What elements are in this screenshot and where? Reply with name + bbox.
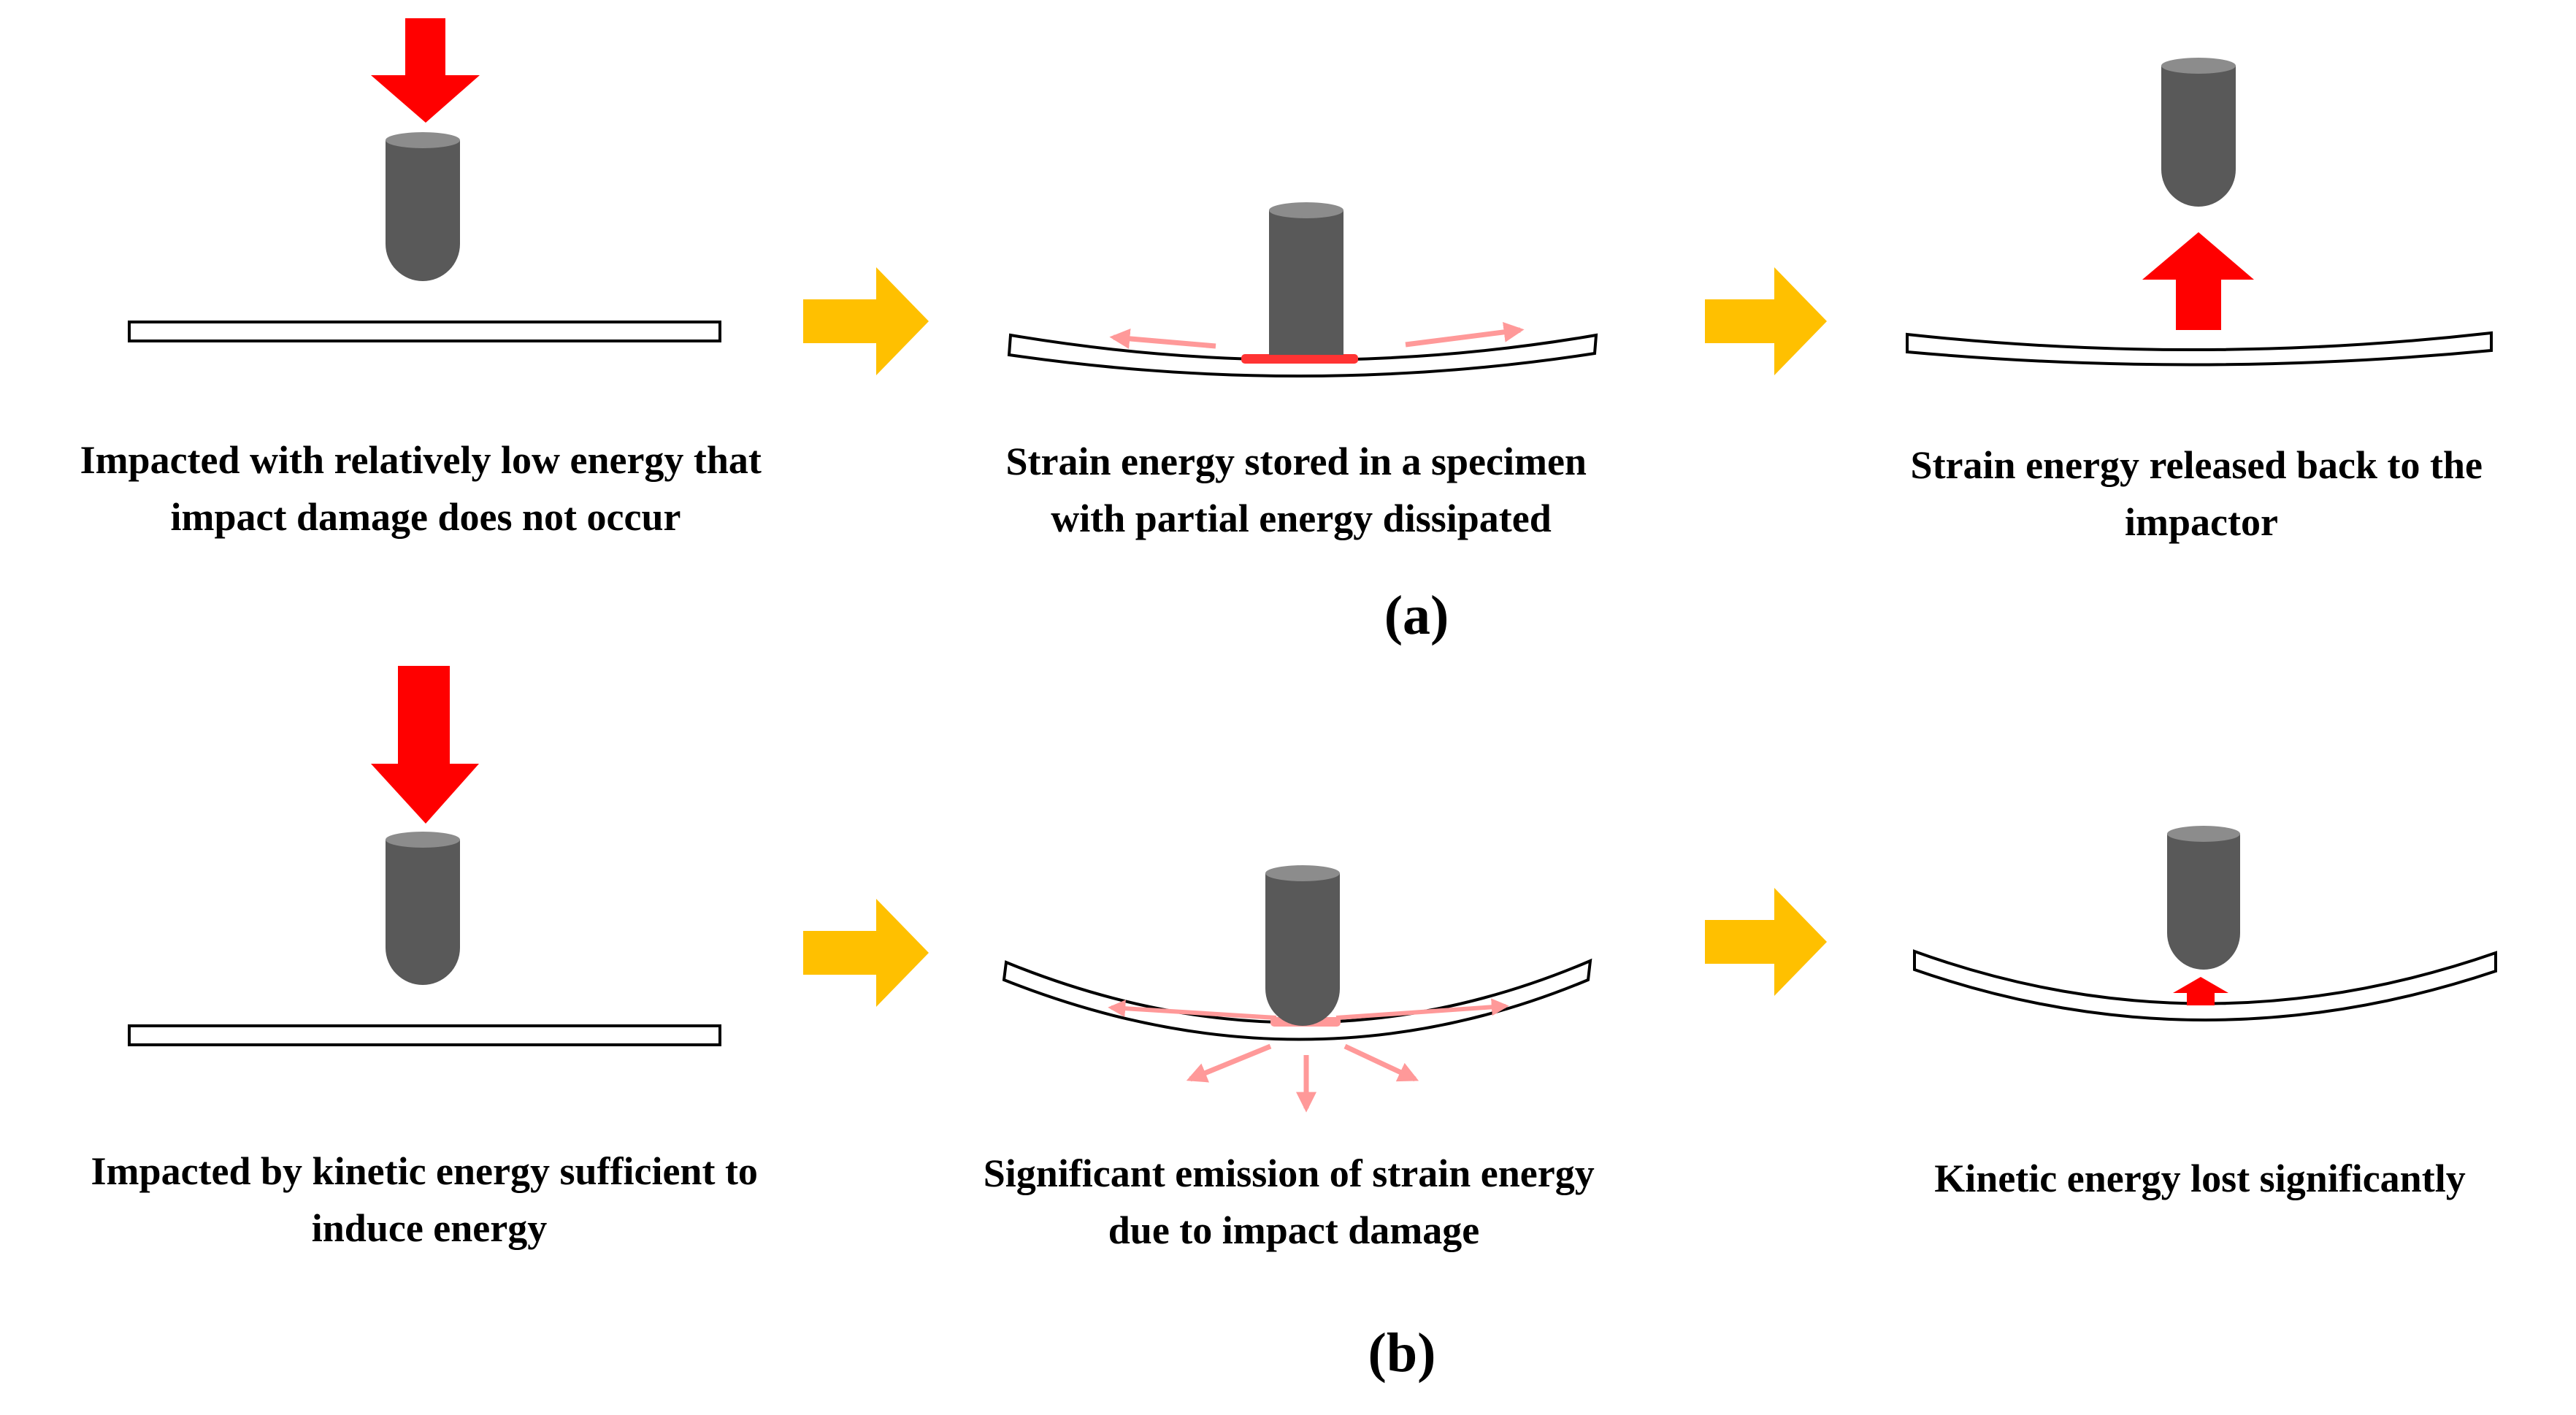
stage-b1: Impacted by kinetic energy sufficient to…	[91, 666, 768, 1250]
up-force-arrow-icon	[2142, 232, 2254, 330]
impactor-icon	[386, 832, 460, 985]
impactor-icon	[2167, 826, 2240, 970]
stage-b3-caption: Kinetic energy lost significantly	[1934, 1157, 2465, 1200]
bent-plate-icon	[1913, 949, 2497, 1021]
down-force-arrow-icon	[371, 666, 479, 824]
stage-a3-caption: Strain energy released back to the impac…	[1911, 443, 2493, 544]
bent-plate-icon	[1007, 333, 1598, 377]
stage-b1-caption: Impacted by kinetic energy sufficient to…	[91, 1149, 768, 1250]
impactor-icon	[2161, 58, 2236, 207]
caption-line: Impacted with relatively low energy that	[80, 438, 762, 482]
caption-line: Kinetic energy lost significantly	[1934, 1157, 2465, 1200]
stage-b3: Kinetic energy lost significantly	[1913, 826, 2497, 1200]
down-force-arrow-icon	[371, 18, 480, 123]
stage-a2-caption: Strain energy stored in a specimen with …	[1006, 440, 1597, 540]
stage-b2-caption: Significant emission of strain energy du…	[984, 1151, 1604, 1252]
impactor-icon	[1269, 202, 1343, 355]
flat-plate-icon	[128, 1024, 721, 1046]
caption-line: Strain energy released back to the	[1911, 443, 2483, 487]
stage-transition-arrow-icon	[1705, 888, 1827, 996]
caption-line: Strain energy stored in a specimen	[1006, 440, 1587, 483]
caption-line: Impacted by kinetic energy sufficient to	[91, 1149, 758, 1193]
caption-line: impactor	[2125, 500, 2278, 544]
stage-transition-arrow-icon	[803, 899, 929, 1007]
stage-a3: Strain energy released back to the impac…	[1906, 58, 2493, 544]
small-up-force-arrow-icon	[2173, 977, 2228, 1005]
flat-plate-icon	[128, 321, 721, 342]
panel-b: Impacted by kinetic energy sufficient to…	[91, 666, 2497, 1384]
stage-a1: Impacted with relatively low energy that…	[80, 18, 772, 539]
emission-arrow-icon	[1335, 998, 1509, 1020]
damage-zone	[1241, 354, 1358, 364]
stage-transition-arrow-icon	[803, 267, 929, 375]
caption-line: induce energy	[312, 1206, 547, 1250]
bent-plate-icon	[1002, 958, 1592, 1041]
stage-a1-caption: Impacted with relatively low energy that…	[80, 438, 772, 539]
panel-a-label: (a)	[1384, 585, 1449, 646]
caption-line: with partial energy dissipated	[1051, 496, 1552, 540]
caption-line: due to impact damage	[1108, 1208, 1479, 1252]
dissipation-arrow-icon	[1405, 321, 1525, 348]
impactor-icon	[1265, 865, 1340, 1026]
caption-line: Significant emission of strain energy	[984, 1151, 1595, 1195]
bent-plate-icon	[1906, 331, 2493, 367]
stage-b2: Significant emission of strain energy du…	[984, 865, 1604, 1252]
emission-arrow-icon	[1343, 1043, 1419, 1082]
stage-a2: Strain energy stored in a specimen with …	[1006, 202, 1598, 540]
emission-arrow-icon	[1186, 1043, 1272, 1083]
caption-line: impact damage does not occur	[171, 495, 681, 539]
stage-transition-arrow-icon	[1705, 267, 1827, 375]
impactor-icon	[386, 132, 460, 281]
emission-arrow-icon	[1108, 1000, 1277, 1020]
panel-b-label: (b)	[1368, 1322, 1436, 1384]
panel-a: Impacted with relatively low energy that…	[80, 18, 2493, 646]
dissipation-arrow-icon	[1109, 328, 1216, 349]
